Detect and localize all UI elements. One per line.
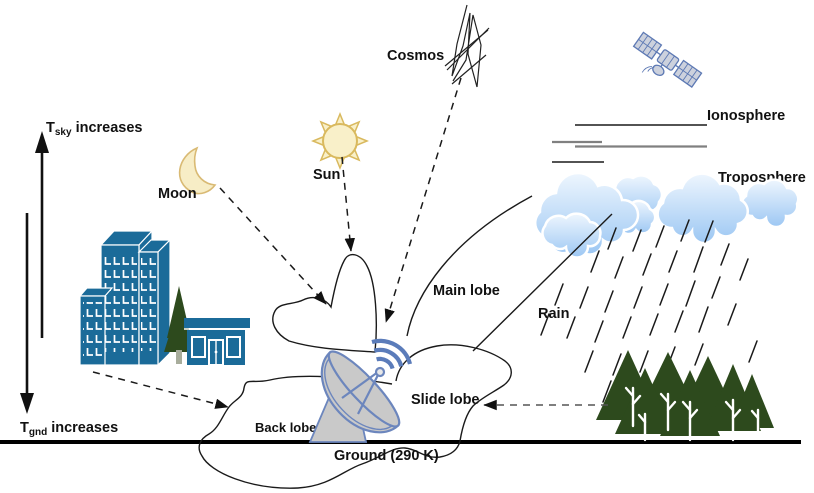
city-buildings-icon bbox=[78, 229, 172, 367]
sun-label: Sun bbox=[313, 167, 340, 183]
cosmos-label: Cosmos bbox=[387, 48, 444, 64]
t-gnd-label: Tgnd increases bbox=[20, 420, 118, 438]
ionosphere-label: Ionosphere bbox=[707, 108, 785, 124]
clouds-icon bbox=[533, 171, 800, 259]
moon-label: Moon bbox=[158, 186, 197, 202]
wifi-signal-icon bbox=[371, 338, 413, 370]
t-sky-label: Tsky increases bbox=[46, 120, 143, 138]
sun-arrow bbox=[341, 156, 356, 252]
ground-label: Ground (290 K) bbox=[334, 448, 439, 464]
sun-icon bbox=[311, 112, 369, 170]
cosmos-scribble-icon bbox=[444, 4, 490, 88]
cosmos-arrow bbox=[384, 77, 462, 323]
moon-icon bbox=[178, 146, 217, 195]
buildings-arrow bbox=[92, 371, 229, 409]
antenna-lobes bbox=[198, 195, 613, 489]
back-and-side-lobe-outline bbox=[198, 344, 512, 489]
t-gnd-arrow bbox=[20, 213, 34, 414]
tree-trunks bbox=[624, 386, 760, 442]
slide-lobe-label: Slide lobe bbox=[411, 392, 480, 408]
t-sky-arrow bbox=[35, 131, 49, 338]
dish-antenna-icon bbox=[308, 338, 413, 443]
main-lobe-label: Main lobe bbox=[433, 283, 500, 299]
satellite-icon bbox=[632, 31, 703, 88]
main-lobe-right-curve bbox=[472, 213, 613, 352]
main-lobe-left-curve bbox=[406, 195, 533, 337]
ionosphere-lines bbox=[552, 124, 707, 163]
back-lobe-label: Back lobe bbox=[255, 420, 316, 435]
moon-arrow bbox=[219, 187, 327, 305]
forest-icon bbox=[596, 350, 774, 442]
noise-source-arrows bbox=[92, 77, 608, 411]
top-lobe-outline bbox=[272, 253, 377, 353]
house-icon bbox=[184, 318, 250, 366]
rain-label: Rain bbox=[538, 306, 569, 322]
